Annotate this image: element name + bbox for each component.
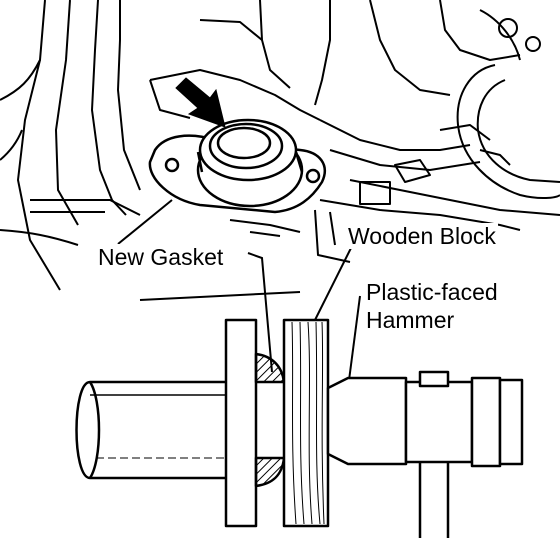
arrow-icon [175,77,226,128]
wood-grain [291,321,325,525]
cross-section [75,318,524,538]
leader-lines [117,199,361,389]
hammer-label-line1: Plastic-faced [364,279,500,305]
hammer-label-line2: Hammer [364,307,457,333]
new-gasket-label: New Gasket [96,244,226,270]
engine-bay-scene [0,0,560,301]
wooden-block-label: Wooden Block [346,223,498,249]
exhaust-flange [148,118,326,214]
